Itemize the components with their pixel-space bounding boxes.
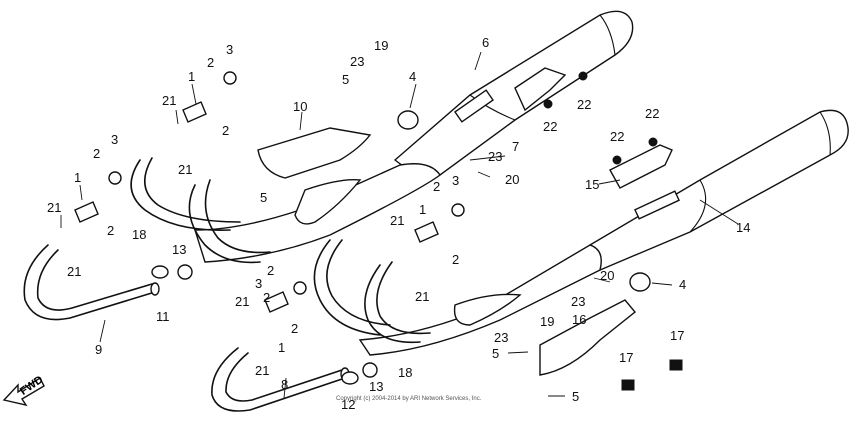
- callout-13: 13: [369, 379, 384, 394]
- callout-21: 21: [390, 213, 405, 228]
- callout-7: 7: [512, 139, 520, 154]
- callout-22: 22: [543, 119, 558, 134]
- callout-3: 2: [267, 263, 275, 278]
- callout-22: 22: [610, 129, 625, 144]
- callout-13: 13: [172, 242, 187, 257]
- callout-15: 15: [585, 177, 600, 192]
- callout-18: 18: [398, 365, 413, 380]
- callout-2: 2: [207, 55, 215, 70]
- callout-8: 8: [281, 377, 289, 392]
- callout-17: 17: [619, 350, 634, 365]
- callout-20: 20: [505, 172, 520, 187]
- callout-2: 2: [291, 321, 299, 336]
- leader-lines: [60, 51, 739, 399]
- callout-1: 1: [74, 170, 82, 185]
- callout-9: 9: [95, 342, 103, 357]
- callout-21: 21: [235, 294, 250, 309]
- callout-2: 2: [263, 290, 271, 305]
- callout-6: 6: [482, 35, 490, 50]
- callout-3: 3: [452, 173, 460, 188]
- callout-23: 23: [488, 149, 503, 164]
- callout-2: 2: [433, 179, 441, 194]
- callout-2: 2: [452, 252, 460, 267]
- callout-5: 5: [342, 72, 350, 87]
- callout-2: 2: [222, 123, 230, 138]
- callout-19: 19: [374, 38, 389, 53]
- callout-5: 5: [492, 346, 500, 361]
- muffler-lower: [586, 109, 849, 271]
- callout-23: 23: [350, 54, 365, 69]
- callout-3: 3: [111, 132, 119, 147]
- collector-upper: [130, 127, 441, 264]
- callout-14: 14: [736, 220, 751, 235]
- callout-18: 18: [132, 227, 147, 242]
- callout-20: 20: [600, 268, 615, 283]
- callout-21: 21: [67, 264, 82, 279]
- callout-5: 5: [572, 389, 580, 404]
- callout-23: 23: [494, 330, 509, 345]
- callout-22: 22: [645, 106, 660, 121]
- callout-1: 1: [278, 340, 286, 355]
- callout-22: 22: [577, 97, 592, 112]
- callout-23: 23: [571, 294, 586, 309]
- callout-21: 21: [415, 289, 430, 304]
- callout-12: 12: [341, 397, 356, 412]
- callout-10: 10: [293, 99, 308, 114]
- callout-2: 2: [93, 146, 101, 161]
- callout-1: 1: [419, 202, 427, 217]
- callout-2: 3: [255, 276, 263, 291]
- callout-3: 3: [226, 42, 234, 57]
- callout-21: 21: [162, 93, 177, 108]
- callout-16: 16: [572, 312, 587, 327]
- copyright-notice: Copyright (c) 2004-2014 by ARI Network S…: [336, 396, 482, 402]
- callout-17: 17: [670, 328, 685, 343]
- callout-19: 19: [540, 314, 555, 329]
- callout-1: 1: [188, 69, 196, 84]
- callout-4: 4: [409, 69, 417, 84]
- pipe-flanges: [74, 67, 683, 391]
- callout-2: 2: [107, 223, 115, 238]
- callout-11: 11: [156, 309, 170, 324]
- collector-lower: [313, 239, 602, 356]
- callout-4: 4: [679, 277, 687, 292]
- callout-21: 21: [255, 363, 270, 378]
- callout-21: 21: [47, 200, 62, 215]
- callout-21: 21: [178, 162, 193, 177]
- fwd-arrow-icon: [2, 376, 45, 407]
- callout-5: 5: [260, 190, 268, 205]
- exhaust-pipe-9: [23, 244, 160, 321]
